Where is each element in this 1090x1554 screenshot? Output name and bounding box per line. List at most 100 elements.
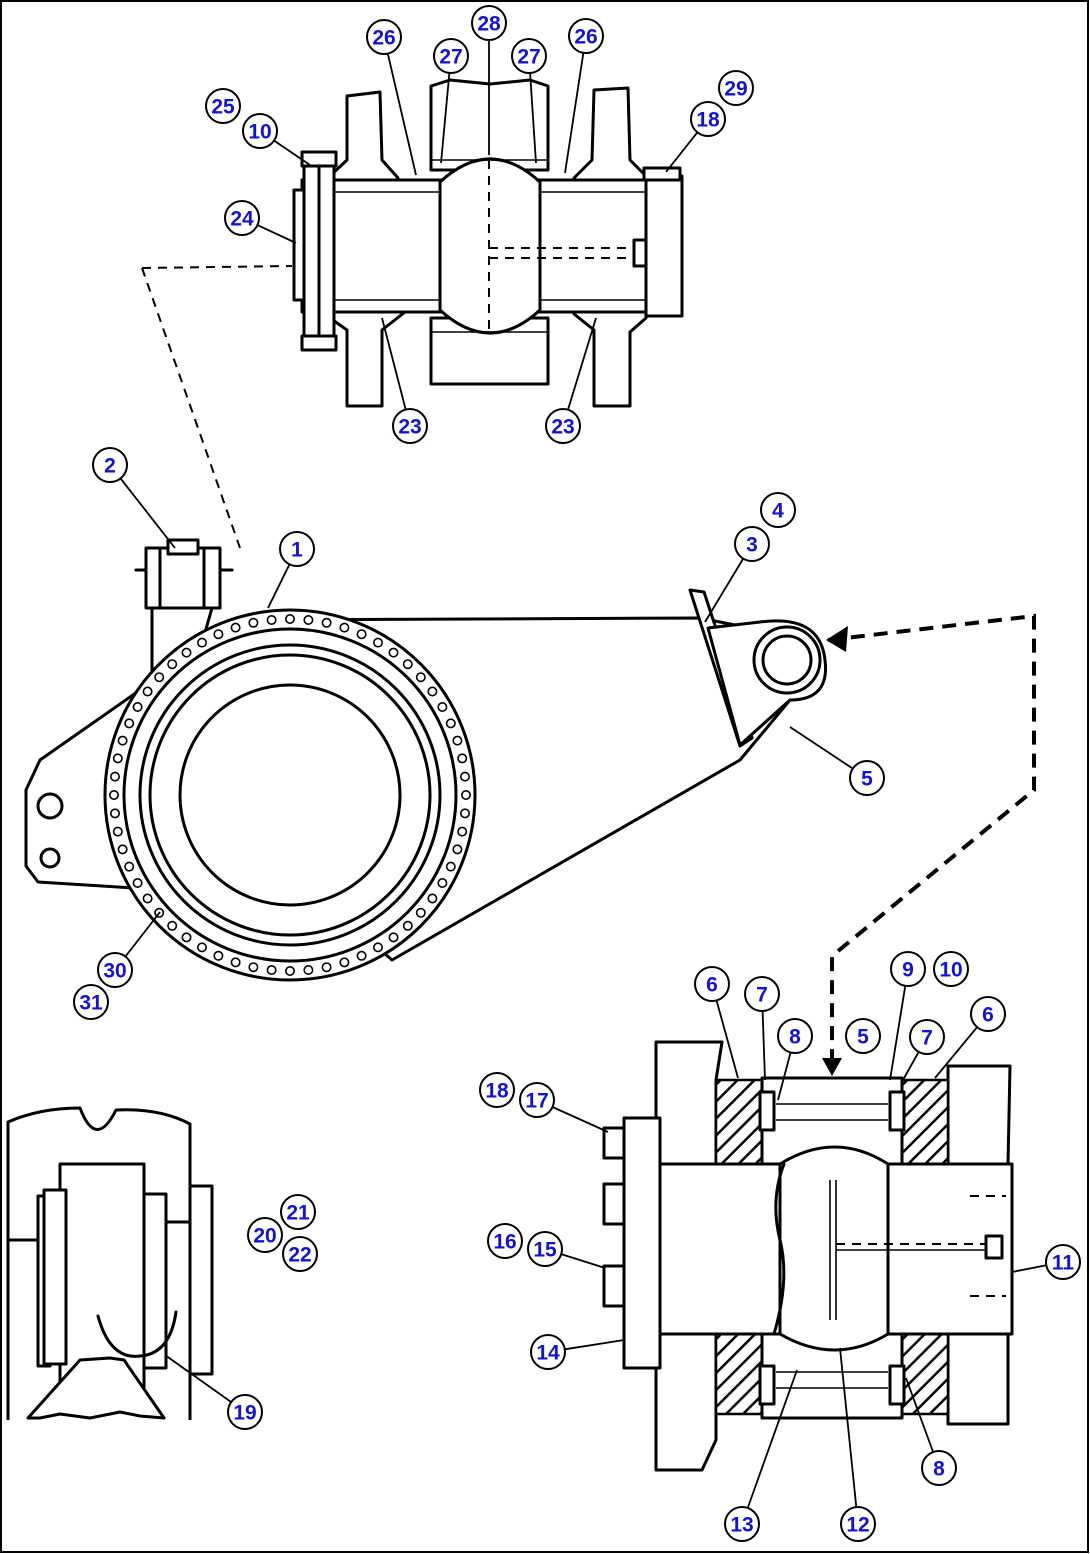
callout-circle	[247, 1217, 283, 1253]
callout-circle	[92, 447, 128, 483]
callout-c20: 20	[247, 1217, 283, 1253]
leader-line	[124, 911, 161, 958]
callout-c8a: 8	[777, 1018, 813, 1101]
callout-c28: 28	[471, 5, 507, 155]
callout-c6b: 6	[934, 996, 1006, 1079]
callout-circle	[760, 492, 796, 528]
callout-number: 29	[724, 78, 747, 101]
callout-circle	[718, 70, 754, 106]
callout-c11: 11	[1011, 1244, 1081, 1280]
leader-line	[440, 72, 451, 164]
callout-c27a: 27	[433, 38, 469, 164]
bolt-hole	[321, 962, 332, 973]
callout-circle	[227, 1394, 263, 1430]
bolt-hole	[303, 614, 314, 625]
callout-number: 1	[291, 539, 303, 562]
callout-number: 22	[288, 1244, 311, 1267]
callout-circle	[97, 952, 133, 988]
leader-line	[761, 1010, 766, 1081]
callout-c18a: 18	[665, 101, 726, 173]
callout-circle	[909, 1019, 945, 1055]
callout-circle	[849, 760, 885, 796]
bolt-hole	[445, 718, 456, 729]
callout-c9: 9	[889, 951, 926, 1081]
callout-number: 27	[439, 46, 462, 69]
callout-c5a: 5	[789, 726, 885, 796]
callout-c1: 1	[267, 531, 315, 609]
leader-line	[164, 1354, 232, 1403]
callout-c15: 15	[527, 1231, 606, 1269]
bolt-hole	[167, 659, 178, 670]
leader-line	[267, 563, 291, 609]
callout-c19: 19	[164, 1354, 263, 1430]
callout-number: 6	[982, 1004, 994, 1027]
bolt-hole	[445, 861, 456, 872]
bolt-hole	[427, 893, 438, 904]
callout-number: 30	[103, 960, 126, 983]
bolt-hole	[388, 647, 399, 658]
callout-c10a: 10	[242, 113, 311, 166]
callout-number: 24	[230, 208, 254, 231]
callout-number: 23	[398, 416, 421, 439]
callout-number: 3	[746, 534, 758, 557]
callout-circle	[921, 1450, 957, 1486]
callout-c18b: 18	[479, 1072, 515, 1108]
bolt-hole	[213, 950, 224, 961]
callout-c8b: 8	[905, 1377, 957, 1486]
callout-c23b: 23	[545, 317, 597, 444]
callout-circle	[279, 531, 315, 567]
callout-number: 2	[104, 455, 116, 478]
bolt-hole	[460, 789, 471, 800]
callout-number: 27	[517, 46, 540, 69]
callout-c30: 30	[97, 911, 161, 988]
callout-c29: 29	[718, 70, 754, 106]
callout-circle	[724, 1506, 760, 1542]
callout-c17: 17	[519, 1082, 609, 1133]
callout-circle	[845, 1018, 881, 1054]
bolt-hole	[415, 672, 426, 683]
callout-number: 17	[525, 1090, 548, 1113]
callout-number: 25	[211, 96, 235, 119]
leader-line	[529, 72, 537, 164]
bolt-hole	[110, 771, 121, 782]
bolt-hole	[388, 932, 399, 943]
bolt-hole	[284, 613, 295, 624]
bolt-hole	[230, 957, 241, 968]
bolt-hole	[356, 950, 367, 961]
bolt-hole	[230, 622, 241, 633]
callout-circle	[73, 984, 109, 1020]
projection-line	[141, 267, 241, 549]
callout-c16: 16	[487, 1223, 523, 1259]
bolt-hole	[154, 672, 165, 683]
bolt-hole	[372, 942, 383, 953]
callout-number: 18	[696, 109, 720, 132]
bolt-hole	[248, 962, 259, 973]
bolt-hole	[181, 647, 192, 658]
bolt-hole	[197, 637, 208, 648]
callout-c7b: 7	[902, 1019, 945, 1081]
callout-number: 19	[233, 1402, 256, 1425]
leader-line	[889, 985, 907, 1081]
callout-circle	[527, 1231, 563, 1267]
bolt-hole	[110, 808, 121, 819]
callout-c22: 22	[282, 1236, 318, 1272]
bolt-hole	[452, 844, 463, 855]
leader-line	[257, 224, 297, 244]
callout-number: 9	[902, 959, 914, 982]
bolt-hole	[284, 965, 295, 976]
callout-c3: 3	[704, 526, 770, 623]
callout-number: 10	[939, 959, 962, 982]
callout-c12: 12	[839, 1347, 876, 1542]
leader-line	[552, 1106, 609, 1133]
callout-number: 18	[485, 1080, 509, 1103]
leader-line	[665, 131, 699, 173]
callout-c21: 21	[280, 1194, 316, 1230]
bolt-hole	[457, 753, 468, 764]
leader-line	[1011, 1264, 1047, 1273]
bolt-hole	[132, 877, 143, 888]
section-arrow	[827, 613, 1036, 1060]
callout-number: 10	[248, 121, 271, 144]
callout-c10b: 10	[933, 951, 969, 987]
